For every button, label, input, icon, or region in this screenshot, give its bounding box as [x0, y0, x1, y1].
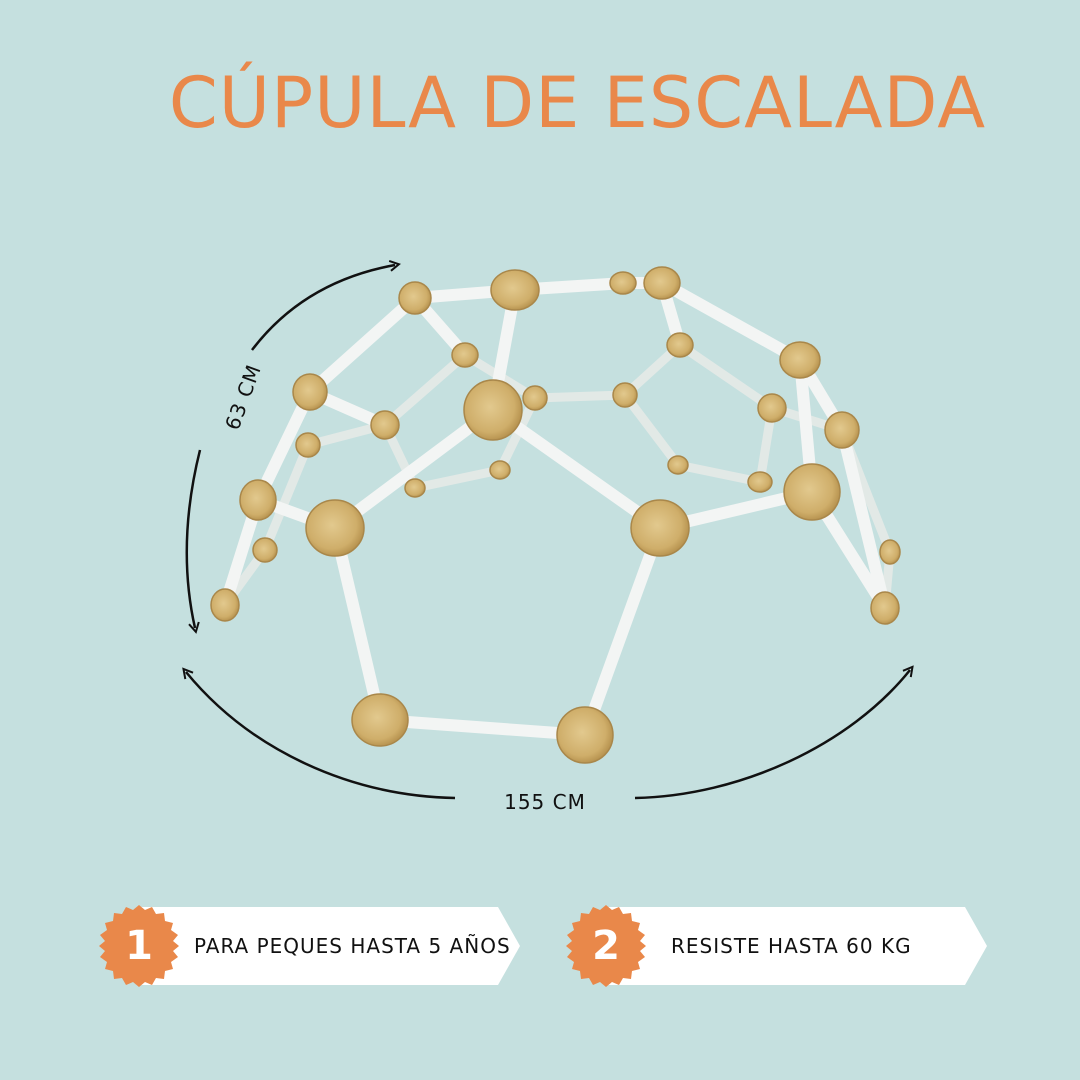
height-arrow — [251, 265, 395, 351]
height-arrow-lower — [185, 449, 202, 628]
feature-pill — [99, 905, 520, 987]
badge-starburst — [99, 905, 179, 987]
feature-number: 1 — [125, 923, 153, 969]
feature-pill — [566, 905, 987, 987]
feature-text: RESISTE HASTA 60 KG — [671, 934, 912, 958]
feature-text: PARA PEQUES HASTA 5 AÑOS — [194, 934, 511, 958]
feature-item-2: 2 RESISTE HASTA 60 KG — [565, 905, 990, 987]
width-arrow-left — [186, 672, 456, 800]
badge-starburst — [566, 905, 646, 987]
page-title: CÚPULA DE ESCALADA — [168, 62, 987, 144]
width-dimension-label: 155 CM — [504, 790, 586, 814]
width-arrow-right — [634, 670, 910, 800]
feature-number: 2 — [592, 923, 620, 969]
feature-item-1: 1 PARA PEQUES HASTA 5 AÑOS — [98, 905, 523, 987]
